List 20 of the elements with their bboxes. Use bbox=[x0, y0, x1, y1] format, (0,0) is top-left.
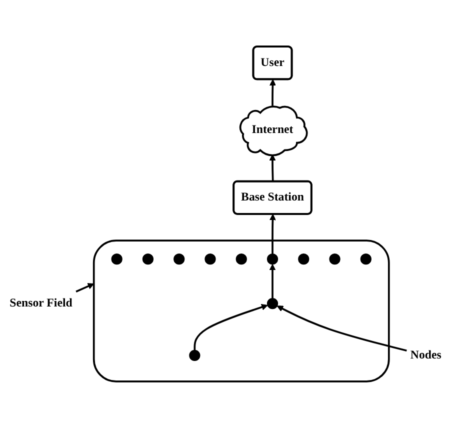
node-text: Nodes bbox=[410, 348, 442, 362]
node-circle bbox=[174, 254, 185, 265]
arrow bbox=[276, 306, 407, 352]
node-circle bbox=[298, 254, 310, 265]
node-circle bbox=[189, 350, 200, 362]
node-circle bbox=[204, 254, 216, 265]
node-circle bbox=[329, 254, 340, 265]
node-circle bbox=[142, 254, 154, 265]
arrow bbox=[269, 79, 276, 106]
arrow bbox=[269, 264, 276, 298]
arrow bbox=[194, 304, 268, 350]
arrow bbox=[76, 283, 94, 292]
node-circle bbox=[266, 298, 278, 310]
arrow bbox=[269, 154, 276, 182]
node-circle bbox=[236, 254, 247, 265]
node-circle bbox=[360, 254, 372, 265]
node-circle bbox=[111, 254, 122, 265]
node-text: Sensor Field bbox=[10, 296, 72, 310]
arrow bbox=[269, 214, 276, 254]
node-circle bbox=[266, 254, 278, 265]
